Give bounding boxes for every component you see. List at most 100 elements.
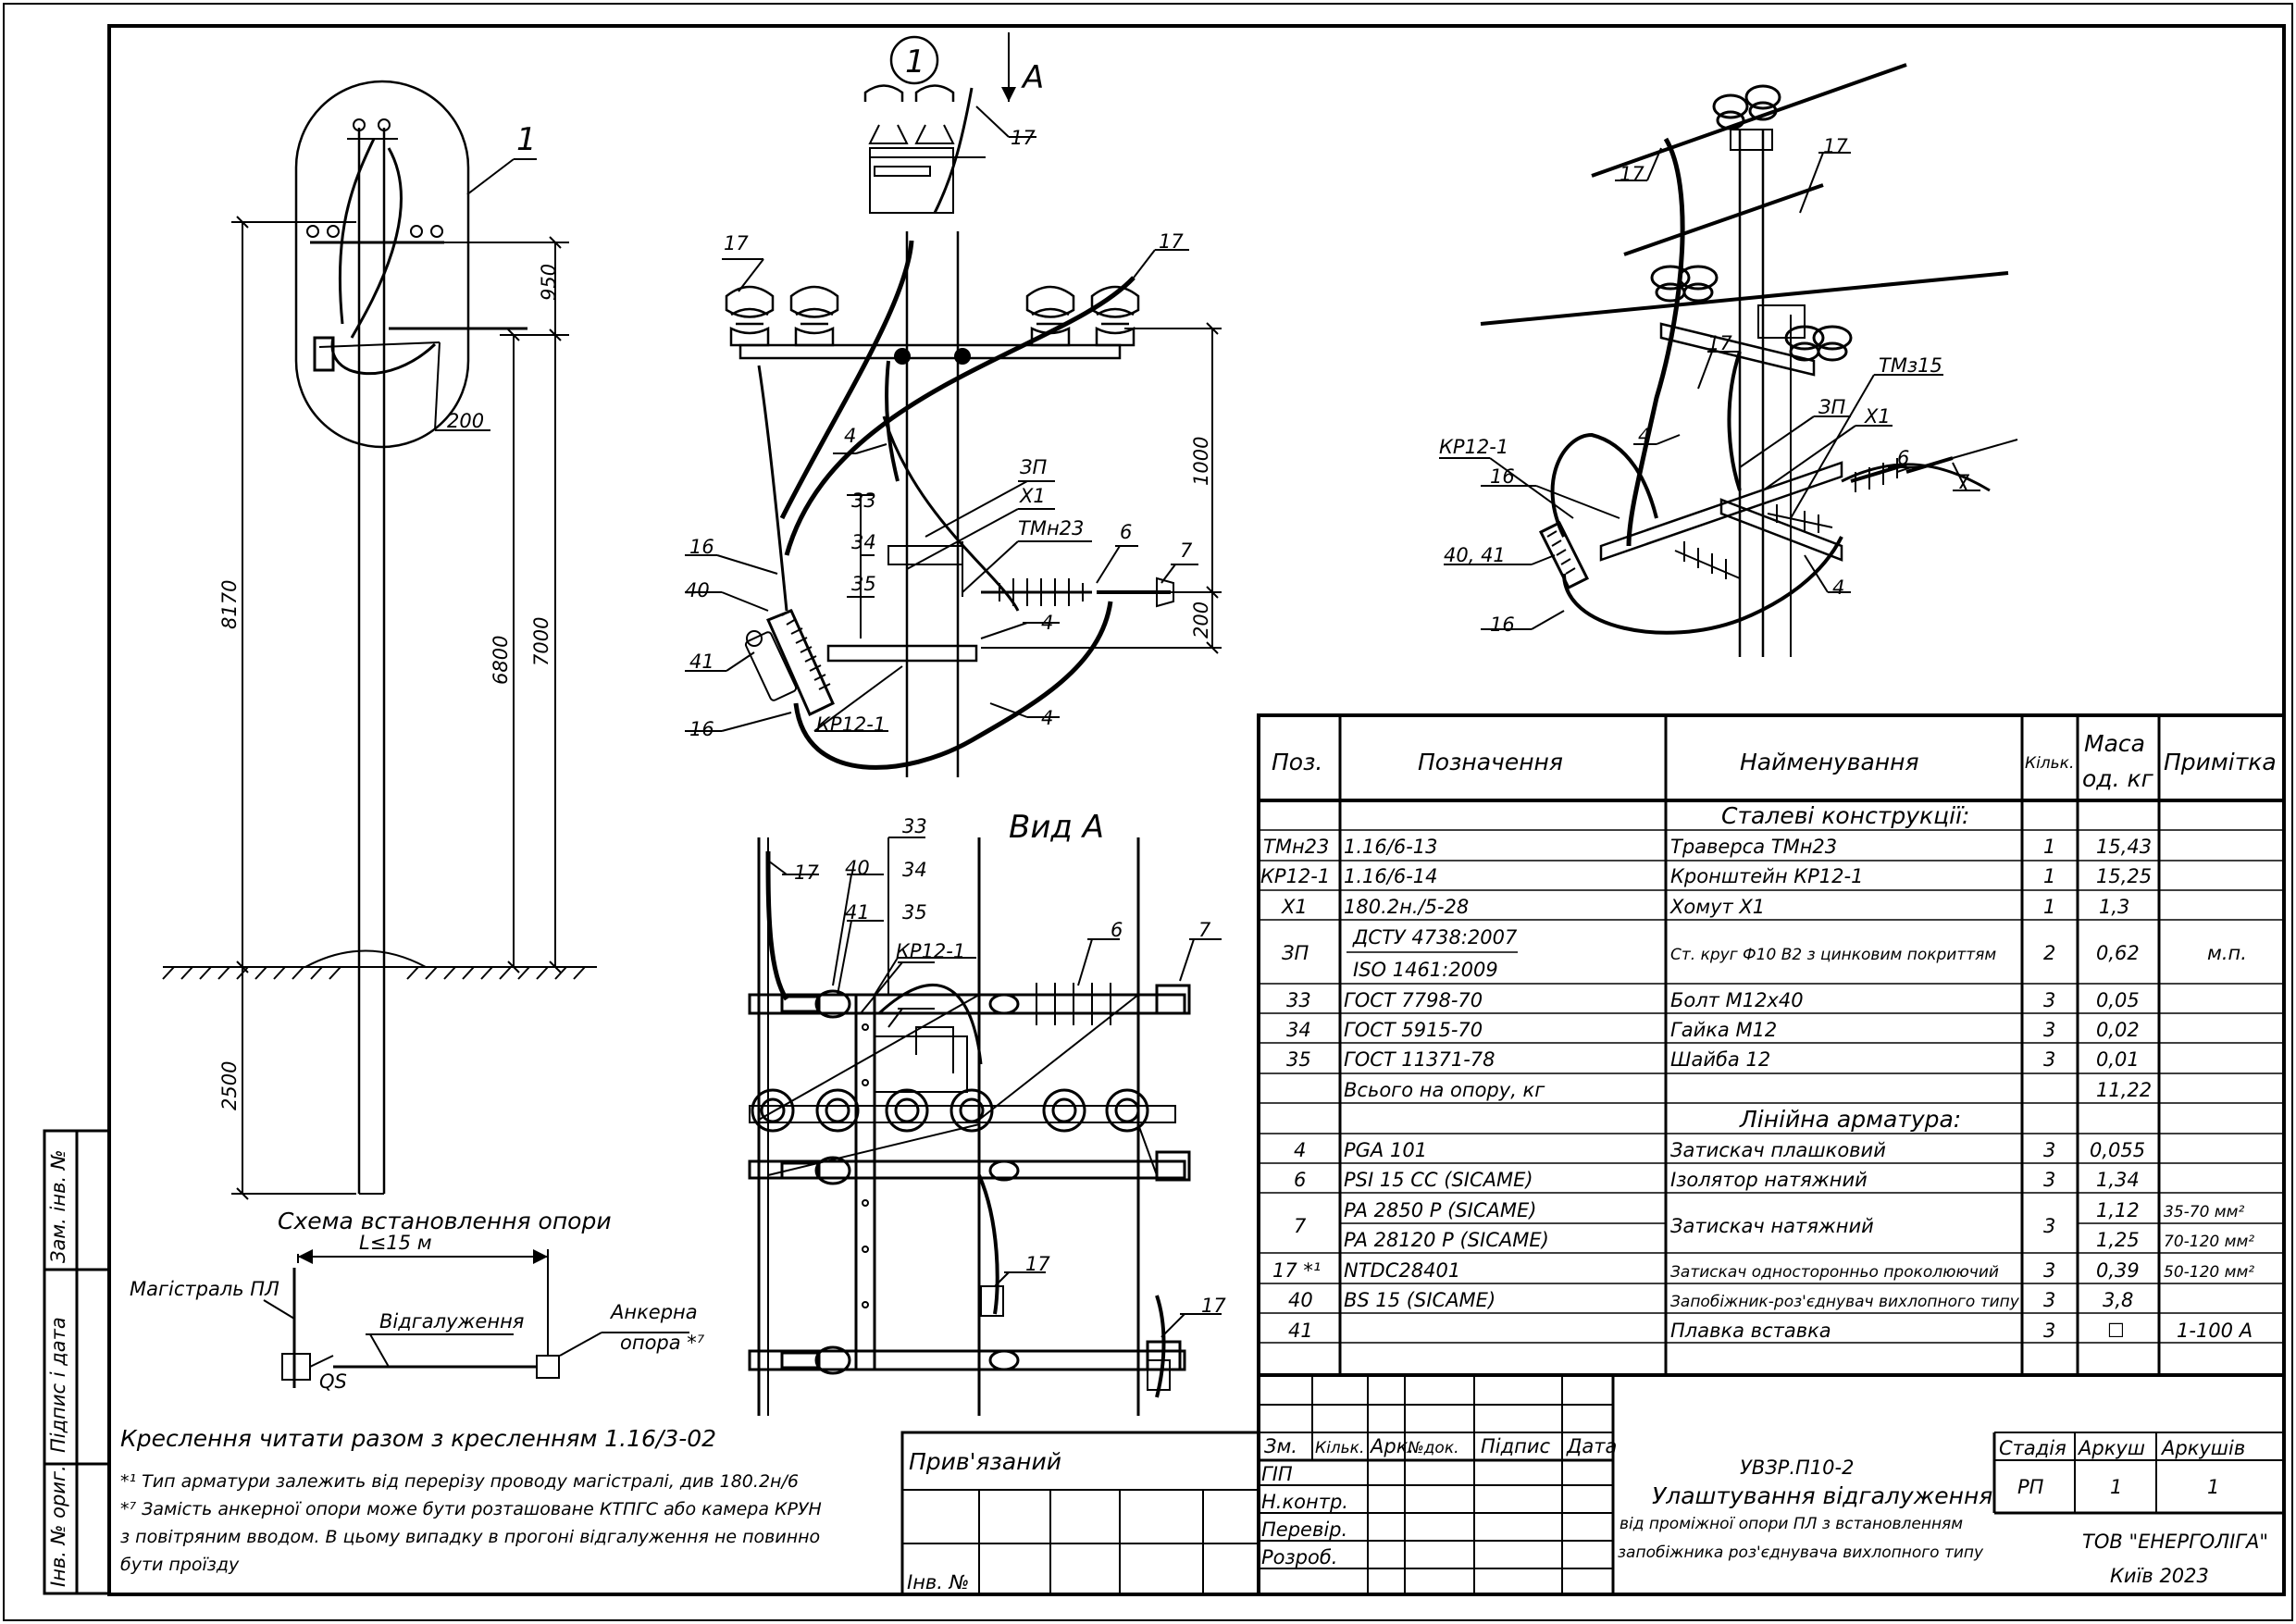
title-doc-name-1: Улаштування відгалуження [1652,1482,1992,1509]
title-sheet-header: Аркуш [2077,1437,2145,1459]
spec-cell-des: ISO 1461:2009 [1353,959,1498,981]
spec-cell-qty: 1 [2043,836,2055,858]
spec-cell-des: ГОСТ 7798-70 [1344,989,1483,1011]
dim-1000: 1000 [1190,437,1212,486]
callout-kr12-front: КР12-1 [816,713,886,736]
callout-34-view-a: 34 [902,859,927,881]
spec-cell-pos: ТМн23 [1263,836,1329,858]
span-dimension: L≤15 м [359,1232,432,1254]
dim-200-b: 200 [1190,601,1212,638]
spec-cell-name: Затискач односторонньо проколюючий [1670,1263,1999,1282]
spec-cell-mass: 0,05 [2096,989,2140,1011]
view-a-title: Вид А [1009,809,1104,846]
spec-cell-mass: 0,01 [2096,1048,2140,1071]
spec-header-pos: Поз. [1272,749,1322,775]
detail-callout-number: 1 [516,121,537,158]
view-a-drawing [748,837,1222,1416]
iso-callout-4-b: 4 [1832,576,1844,599]
spec-cell-mass: ☐ [2107,1320,2125,1342]
spec-cell-des: ГОСТ 5915-70 [1344,1019,1483,1041]
title-stage-header: Стадія [1999,1437,2066,1459]
spec-cell-pos: КР12-1 [1260,865,1330,887]
spec-header-name: Найменування [1740,749,1919,775]
spec-cell-pos: 17 *¹ [1272,1259,1321,1282]
spec-cell-pos: 41 [1288,1320,1313,1342]
spec-total-mass: 11,22 [2096,1079,2152,1101]
detail-marker-1: 1 [905,43,925,81]
spec-cell-qty: 3 [2043,1139,2055,1161]
callout-16-b: 16 [689,718,714,740]
spec-cell-des: ДСТУ 4738:2007 [1352,926,1518,948]
spec-cell-mass: 15,43 [2096,836,2152,858]
spec-cell-qty: 1 [2043,865,2055,887]
title-stage-value: РП [2017,1476,2044,1498]
iso-callout-17-c: 17 [1707,332,1732,354]
side-stamp-repl: Зам. інв. № [47,1149,69,1263]
note-7c: бути проїзду [120,1555,240,1575]
callout-16-a: 16 [689,536,714,558]
iso-callout-zp: ЗП [1818,396,1845,418]
branch-scheme [263,1249,689,1388]
callout-17-view-a-b: 17 [1025,1253,1050,1275]
side-stamp-sign: Підпис і дата [47,1317,69,1453]
spec-cell-name: Плавка вставка [1670,1320,1831,1342]
spec-cell-name: Шайба 12 [1670,1048,1770,1071]
spec-cell-des: PA 28120 P (SICAME) [1344,1229,1549,1251]
iso-callout-4-a: 4 [1638,425,1650,447]
note-7a: *⁷ Замість анкерної опори може бути розт… [120,1499,822,1519]
spec-cell-name: Ізолятор натяжний [1670,1169,1868,1191]
side-stamp [43,1129,111,1595]
callout-17-left: 17 [724,232,749,254]
spec-cell-name: Затискач натяжний [1670,1215,1874,1237]
spec-cell-pos: ЗП [1282,942,1309,964]
spec-cell-qty: 1 [2043,896,2055,918]
spec-section-line: Лінійна арматура: [1739,1106,1961,1133]
iso-callout-4041: 40, 41 [1444,544,1506,566]
spec-cell-pos: 35 [1286,1048,1311,1071]
title-sheets-header: Аркушів [2160,1437,2245,1459]
spec-cell-mass: 1,3 [2099,896,2129,918]
spec-cell-qty: 3 [2043,1048,2055,1071]
spec-cell-pos: Х1 [1281,896,1308,918]
title-city-year: Київ 2023 [2110,1565,2209,1587]
dim-200: 200 [447,410,484,432]
iso-callout-16-a: 16 [1490,465,1515,488]
spec-cell-name: Болт М12х40 [1670,989,1804,1011]
dim-6800: 6800 [490,636,512,685]
spec-cell-qty: 3 [2043,1289,2055,1311]
title-role-dev: Розроб. [1261,1546,1337,1568]
spec-cell-des: PA 2850 P (SICAME) [1344,1199,1536,1221]
spec-cell-name: Кронштейн КР12-1 [1670,865,1863,887]
spec-rows-steel: ТМн23 1.16/6-13 Траверса ТМн23 1 15,43 К… [1260,836,2247,1101]
spec-cell-note: 35-70 мм² [2164,1203,2244,1221]
anchor-label-1: Анкерна [609,1301,698,1323]
spec-cell-pos: 40 [1288,1289,1313,1311]
callout-35: 35 [851,573,876,595]
title-col-qty: Кільк. [1315,1439,1364,1457]
spec-cell-qty: 2 [2043,942,2055,964]
callout-7-view-a: 7 [1198,919,1211,941]
spec-cell-qty: 3 [2043,1320,2055,1342]
callout-4-c: 4 [1041,707,1053,729]
dim-8170: 8170 [218,580,241,629]
dim-950: 950 [538,264,560,301]
callout-33: 33 [851,490,876,512]
iso-callout-6: 6 [1897,447,1909,469]
spec-cell-name: Ст. круг Ф10 В2 з цинковим покриттям [1670,946,1996,964]
title-role-gip: ГІП [1261,1463,1293,1485]
spec-cell-qty: 3 [2043,1169,2055,1191]
title-sheet-value: 1 [2110,1476,2122,1498]
callout-zp: ЗП [1020,456,1047,478]
callout-34: 34 [851,531,876,553]
title-organization: ТОВ "ЕНЕРГОЛІГА" [2082,1531,2268,1553]
title-sheets-value: 1 [2207,1476,2219,1498]
spec-cell-note: 1-100 А [2177,1320,2253,1342]
callout-17-right: 17 [1159,230,1184,253]
callout-17-top: 17 [1011,127,1036,149]
callout-33-view-a: 33 [902,815,927,837]
spec-cell-qty: 3 [2043,989,2055,1011]
spec-cell-mass: 1,34 [2096,1169,2140,1191]
callout-40-view-a: 40 [845,857,870,879]
qs-label: QS [319,1370,347,1393]
spec-cell-pos: 34 [1286,1019,1311,1041]
